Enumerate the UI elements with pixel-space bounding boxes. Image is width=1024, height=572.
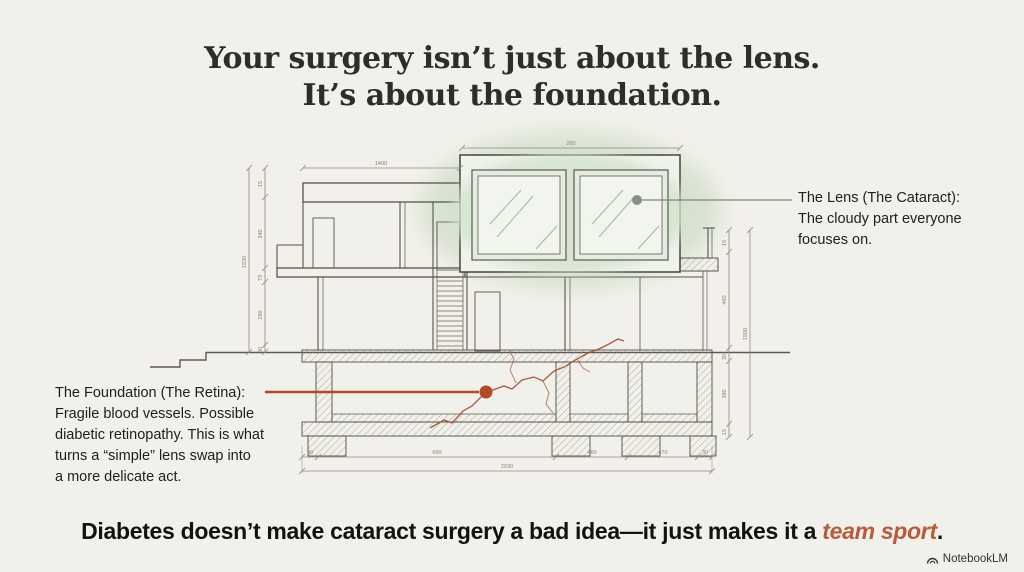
- dim-label: 1530: [242, 256, 248, 268]
- dim-label: 15: [722, 429, 728, 435]
- footer-statement: Diabetes doesn’t make cataract surgery a…: [0, 518, 1024, 545]
- statement-highlight: team sport: [822, 518, 937, 544]
- lens-marker-dot: [632, 195, 642, 205]
- dim-label: 15: [722, 240, 728, 246]
- dim-label: 380: [722, 389, 728, 398]
- dim-label: 660: [432, 450, 441, 456]
- notebooklm-watermark: NotebookLM: [926, 553, 1008, 565]
- statement-text: Diabetes doesn’t make cataract surgery a…: [81, 518, 823, 544]
- notebooklm-logo-icon: [926, 557, 938, 564]
- lens-callout-line: The Lens (The Cataract):: [798, 190, 960, 206]
- foundation-marker-dot: [479, 385, 493, 399]
- watermark-label: NotebookLM: [942, 553, 1008, 565]
- foundation-structure: [301, 349, 717, 457]
- dim-label: 460: [722, 295, 728, 304]
- foundation-callout-line: a more delicate act.: [55, 469, 182, 485]
- dim-label: 260: [566, 141, 575, 147]
- dim-label: 460: [587, 450, 596, 456]
- dim-label: 470: [658, 450, 667, 456]
- dim-label: 340: [258, 229, 264, 238]
- lens-leader: [632, 195, 792, 205]
- foundation-callout-line: diabetic retinopathy. This is what: [55, 427, 265, 443]
- dim-label: 30: [722, 354, 728, 360]
- title-line-2: It’s about the foundation.: [302, 78, 722, 113]
- page-title: Your surgery isn’t just about the lens. …: [0, 40, 1024, 114]
- foundation-callout-line: The Foundation (The Retina):: [55, 385, 246, 401]
- dimension-labels: 260 1400 1530 15 340 73 280 30 1500 15 4…: [242, 141, 749, 470]
- foundation-callout: The Foundation (The Retina): Fragile blo…: [55, 383, 280, 488]
- lens-window-box: [452, 153, 688, 273]
- glass-reflection-lines: [591, 189, 660, 250]
- dim-label: 73: [258, 275, 264, 281]
- dim-label: 30: [307, 450, 313, 456]
- window-left: [471, 169, 567, 261]
- dim-label: 30: [702, 450, 708, 456]
- dim-label: 15: [258, 181, 264, 187]
- dimension-lines: [245, 144, 754, 475]
- window-right: [573, 169, 669, 261]
- glass-reflection-lines: [489, 189, 558, 250]
- title-line-1: Your surgery isn’t just about the lens.: [204, 41, 820, 76]
- dim-label: 280: [258, 310, 264, 319]
- dim-label: 2030: [501, 464, 513, 470]
- statement-period: .: [936, 518, 943, 544]
- lens-callout-line: The cloudy part everyone: [798, 211, 962, 227]
- dim-label: 1500: [743, 328, 749, 340]
- lens-callout: The Lens (The Cataract): The cloudy part…: [798, 188, 998, 251]
- dim-label: 1400: [375, 161, 387, 167]
- foundation-callout-line: Fragile blood vessels. Possible: [55, 406, 255, 422]
- lens-callout-line: focuses on.: [798, 232, 873, 248]
- foundation-crack: [429, 338, 625, 429]
- dim-label: 30: [258, 347, 264, 353]
- staircase: [437, 280, 463, 347]
- foundation-leader: [265, 385, 493, 399]
- foundation-callout-line: turns a “simple” lens swap into: [55, 448, 251, 464]
